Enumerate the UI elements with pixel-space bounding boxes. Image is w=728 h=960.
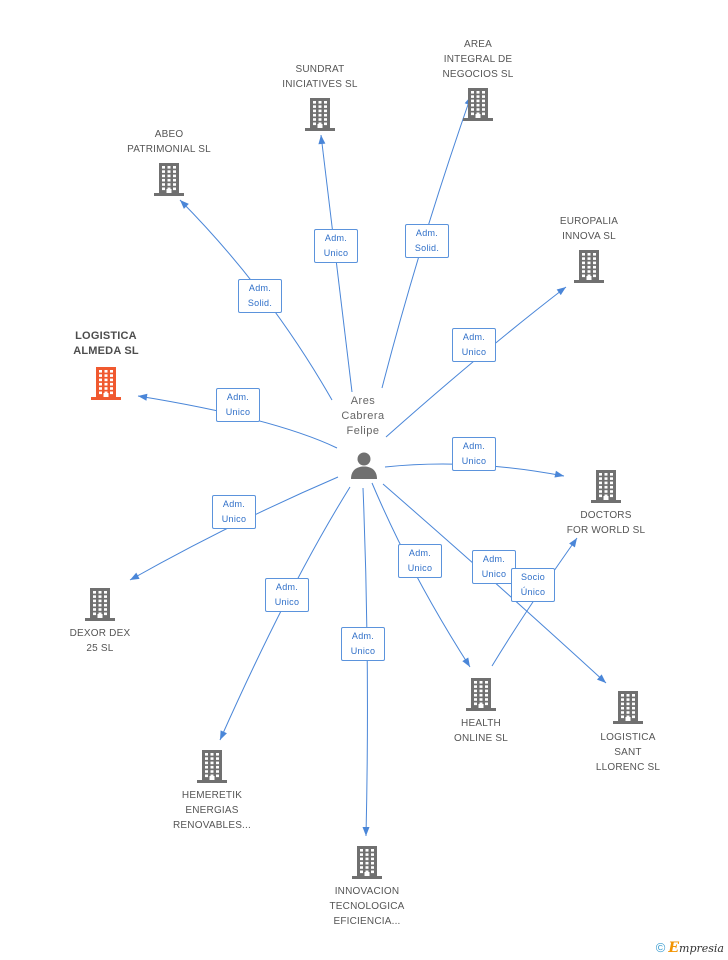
edge-label-line: Unico [323,248,349,258]
arrowhead-icon [462,657,470,667]
edge-label-line: Unico [461,456,487,466]
building-icon[interactable] [463,87,493,121]
edge-line-health-doctors [491,537,578,667]
edge-label-line: Adm. [351,631,375,641]
edge-label-line: Unico [350,646,376,656]
company-label-logistica-sant[interactable]: LOGISTICA SANT LLORENC SL [595,732,661,773]
company-label-area[interactable]: AREA INTEGRAL DE NEGOCIOS SL [442,39,514,80]
edge-label-health[interactable]: Adm. Unico [398,544,442,578]
edge-label-line: Adm. [324,233,348,243]
company-label-abeo[interactable]: ABEO PATRIMONIAL SL [127,129,211,155]
building-icon[interactable] [591,469,621,503]
building-icon[interactable] [613,690,643,724]
building-icon[interactable] [85,587,115,621]
edge-line-sant [382,483,607,684]
edge-label-line: Adm. [275,582,299,592]
edge-label-line: Adm. [462,441,486,451]
company-label-sundrat[interactable]: SUNDRAT INICIATIVES SL [282,64,358,90]
arrowhead-icon [569,538,577,548]
edge-label-europalia[interactable]: Adm. Unico [452,328,496,362]
edge-label-line: Adm. [482,554,506,564]
center-person-label[interactable]: Ares Cabrera Felipe [313,394,413,439]
center-label-line-2: Cabrera [341,410,385,422]
company-label-dexor[interactable]: DEXOR DEX 25 SL [69,628,131,654]
edge-label-area[interactable]: Adm. Solid. [405,224,449,258]
edge-label-innovacion[interactable]: Adm. Unico [341,627,385,661]
arrowhead-icon [554,470,564,478]
arrowhead-icon [362,827,370,836]
edge-label-abeo[interactable]: Adm. Solid. [238,279,282,313]
edge-line-sundrat [320,134,353,393]
building-icon[interactable] [305,97,335,131]
edge-line-innovacion [362,487,368,837]
edge-label-line: Adm. [226,392,250,402]
edge-label-line: Socio [520,572,545,582]
arrowhead-icon [556,287,566,296]
arrowhead-icon [596,674,606,683]
arrowhead-icon [130,572,140,580]
edge-label-line: Adm. [222,499,246,509]
company-label-europalia[interactable]: EUROPALIA INNOVA SL [559,216,619,242]
edge-label-line: Adm. [415,228,439,238]
edge-label-line: Unico [274,597,300,607]
edge-label-line: Unico [481,569,507,579]
edge-label-line: Unico [221,514,247,524]
building-icon[interactable] [466,677,496,711]
copyright-icon: © [655,940,666,955]
edge-label-line: Unico [225,407,251,417]
footer-brand: ©Empresia [656,940,724,956]
edge-label-line: Solid. [414,243,440,253]
company-label-doctors[interactable]: DOCTORS FOR WORLD SL [566,510,646,536]
building-icon[interactable] [574,249,604,283]
company-label-hemeretik[interactable]: HEMERETIK ENERGIAS RENOVABLES... [173,790,251,831]
arrowhead-icon [180,200,189,209]
company-label-innovacion[interactable]: INNOVACION TECNOLOGICA EFICIENCIA... [329,886,405,927]
building-icon[interactable] [154,162,184,196]
center-label-line-1: Ares [350,395,376,407]
edge-label-line: Adm. [248,283,272,293]
building-icon[interactable] [197,749,227,783]
arrowhead-icon [138,393,148,401]
brand-logo: Empresia [668,940,724,956]
arrowhead-icon [220,730,227,740]
edge-label-line: Adm. [462,332,486,342]
edge-label-line: Único [520,587,546,597]
company-label-logistica-almeda[interactable]: LOGISTICA ALMEDA SL [73,330,139,357]
center-label-line-3: Felipe [346,425,380,437]
arrowhead-icon [318,135,326,145]
edge-label-line: Adm. [408,548,432,558]
person-icon[interactable] [349,450,379,480]
edge-label-sant[interactable]: Adm. Unico [472,550,516,584]
building-icon[interactable] [91,366,121,400]
company-label-health[interactable]: HEALTH ONLINE SL [453,718,509,744]
edge-label-doctors[interactable]: Adm. Unico [452,437,496,471]
edge-label-line: Unico [407,563,433,573]
edge-label-sundrat[interactable]: Adm. Unico [314,229,358,263]
edge-label-line: Unico [461,347,487,357]
edge-label-dexor[interactable]: Adm. Unico [212,495,256,529]
edge-label-hemeretik[interactable]: Adm. Unico [265,578,309,612]
edge-label-line: Solid. [247,298,273,308]
edge-label-almeda[interactable]: Adm. Unico [216,388,260,422]
building-icon[interactable] [352,845,382,879]
edge-line-europalia [385,286,567,438]
